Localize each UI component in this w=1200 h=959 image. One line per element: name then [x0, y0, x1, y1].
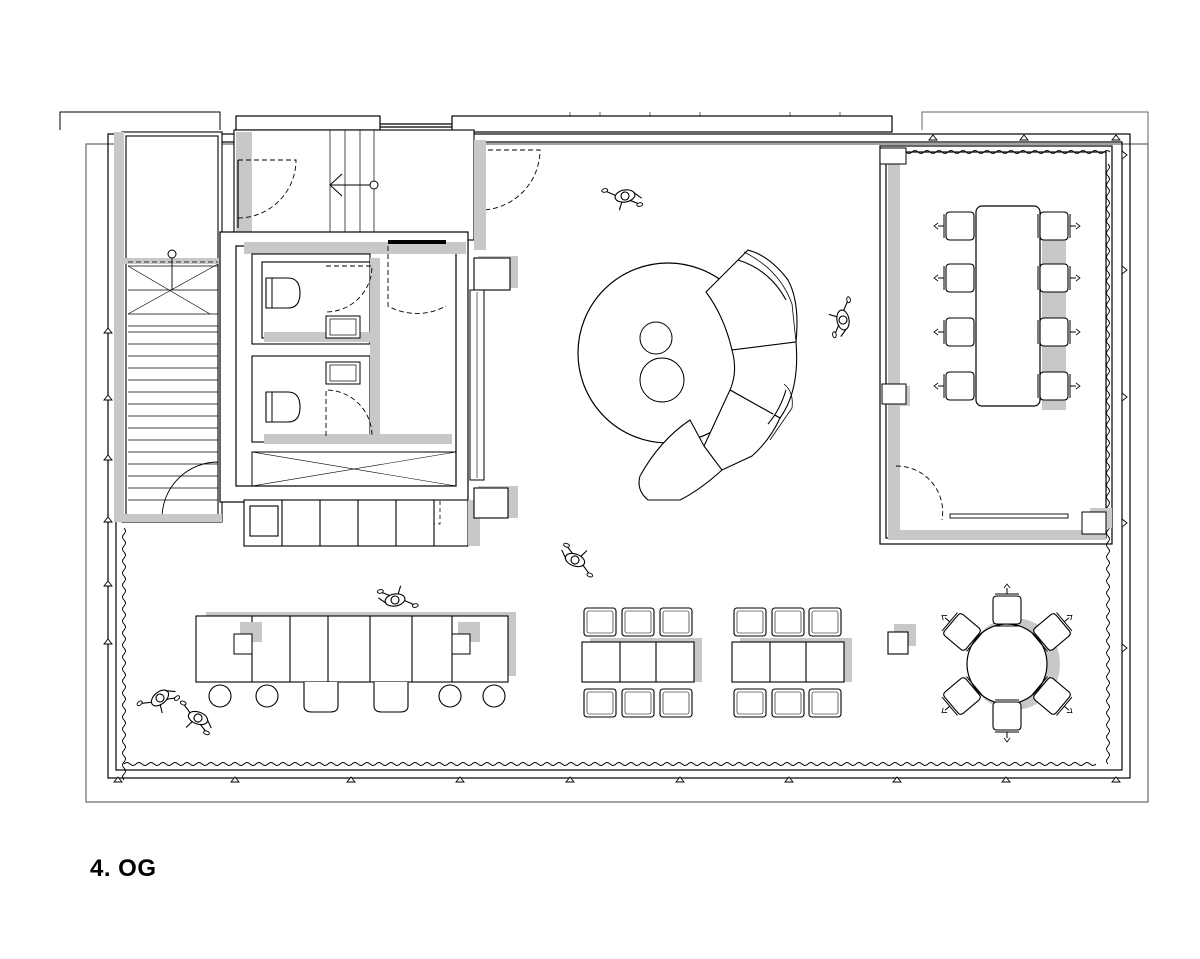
facade-posts: [103, 134, 1128, 783]
conference-table: [975, 205, 1041, 407]
stair-treads: [127, 263, 219, 501]
bar-stools: [208, 682, 506, 713]
top-edge: [235, 115, 893, 133]
desk-cluster-1: [581, 641, 695, 683]
stair-core: [121, 131, 223, 523]
kitchen-counter: [243, 499, 469, 547]
site-outline: [85, 143, 1149, 803]
floor-label: 4. OG: [90, 855, 157, 882]
stair-door: [161, 461, 219, 519]
site-boundary: [59, 111, 221, 130]
desk-cluster-2: [731, 641, 845, 683]
curtain: [122, 527, 126, 781]
curved-sofa: [638, 249, 798, 501]
